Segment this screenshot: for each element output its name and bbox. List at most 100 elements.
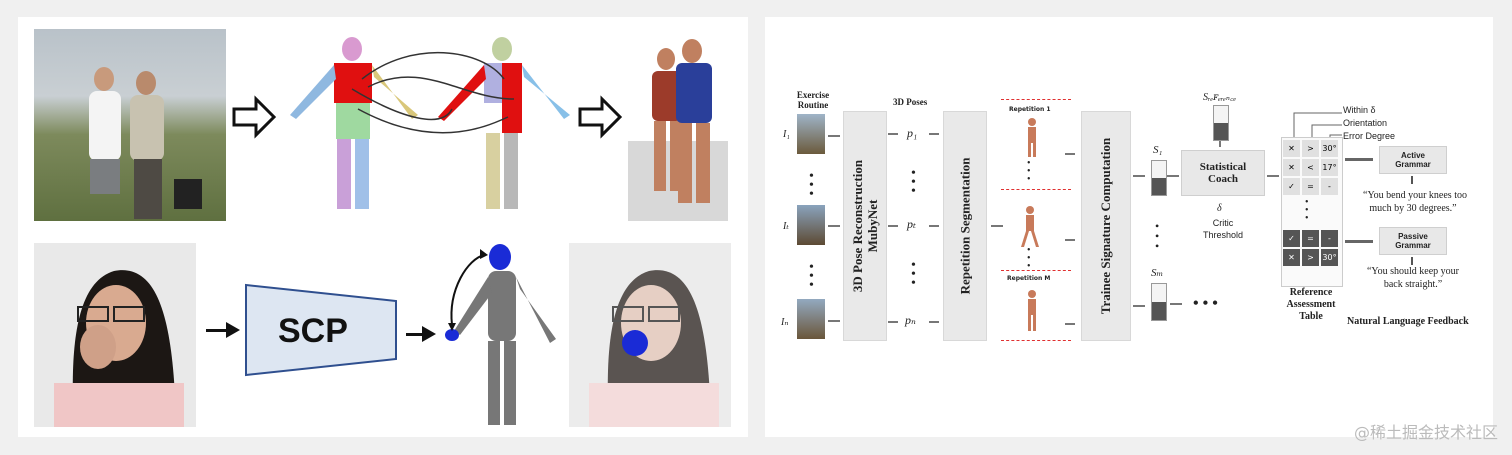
- couple-photo: [34, 29, 226, 221]
- statistical-coach-box: Statistical Coach: [1181, 150, 1265, 196]
- frame-thumbnail-n: [797, 299, 825, 339]
- table-cell: >: [1302, 249, 1319, 266]
- arrow-icon: [1133, 305, 1145, 307]
- arrow-down-icon: [1219, 141, 1221, 147]
- segmented-bodies-illustration: [290, 37, 570, 209]
- arrow-icon: [929, 133, 939, 135]
- arrow-icon: [1170, 303, 1182, 305]
- table-cell: <: [1302, 159, 1319, 176]
- repetition-divider: [1001, 189, 1071, 190]
- scp-label: SCP: [278, 312, 348, 350]
- table-cell: -: [1321, 230, 1338, 247]
- passive-grammar-label: Passive Grammar: [1395, 232, 1431, 250]
- pose-label-n: pₙ: [905, 313, 916, 327]
- legend-error-degree: Error Degree: [1343, 131, 1396, 141]
- delta-label: δ: [1217, 203, 1222, 214]
- segmentation-box: Repetition Segmentation: [943, 111, 987, 341]
- repetition-dots-1: • • •: [1027, 158, 1031, 185]
- reconstruction-box: 3D Pose Reconstruction MubyNet: [843, 111, 887, 341]
- repetition-divider: [1001, 99, 1071, 100]
- table-cell: >: [1302, 140, 1319, 157]
- scp-network-shape: [245, 283, 397, 377]
- woman-photo: [34, 243, 196, 427]
- arrow-icon: [929, 321, 939, 323]
- table-cell: =: [1302, 230, 1319, 247]
- left-panel: SCP: [18, 17, 748, 437]
- frame-label-1: I₁: [783, 129, 790, 140]
- mesh-body-illustration: [445, 244, 556, 425]
- reference-signature-bar: [1213, 105, 1229, 141]
- repetition-divider: [1001, 340, 1071, 341]
- frame-label-t: Iₜ: [783, 221, 789, 232]
- frame-label-n: Iₙ: [781, 317, 789, 328]
- table-dots: • • •: [1305, 197, 1309, 224]
- active-feedback-quote: “You bend your knees too much by 30 degr…: [1363, 190, 1467, 214]
- passive-grammar-box: Passive Grammar: [1379, 227, 1447, 255]
- table-cell: =: [1302, 178, 1319, 195]
- hollow-arrow-icon: [232, 95, 277, 139]
- reconstruction-label: 3D Pose Reconstruction MubyNet: [850, 159, 880, 293]
- pose-figure-t: [1021, 206, 1039, 247]
- signature-label: Trainee Signature Computation: [1098, 137, 1114, 315]
- critic-threshold-label: Critic Threshold: [1202, 218, 1244, 240]
- pose-label-1: p₁: [907, 126, 918, 140]
- table-cell: 30°: [1321, 249, 1338, 266]
- table-label: Reference Assessment Table: [1286, 287, 1336, 322]
- s1-label: S₁: [1153, 144, 1163, 156]
- arrow-icon: [828, 320, 840, 322]
- table-cell: -: [1321, 178, 1338, 195]
- table-cell: ✓: [1283, 178, 1300, 195]
- watermark: @稀土掘金技术社区: [1353, 423, 1498, 442]
- arrow-icon: [991, 225, 1003, 227]
- arrow-head-icon: [226, 322, 240, 338]
- legend-orientation: Orientation: [1343, 118, 1388, 128]
- pose-figure-m: [1028, 290, 1036, 331]
- arrow-icon: [828, 135, 840, 137]
- arrow-icon: [888, 133, 898, 135]
- arrow-icon: [1345, 158, 1373, 161]
- arrow-icon: [1345, 240, 1373, 243]
- repetition-m-label: Repetition M: [1007, 275, 1051, 282]
- s-reference-label: Sᵣₑꜰₑᵣₑₙ꜀ₑ: [1203, 92, 1237, 103]
- legend-within-delta: Within δ: [1343, 105, 1376, 115]
- right-panel: Exercise Routine I₁ • • • Iₜ • • • Iₙ 3D…: [765, 17, 1493, 437]
- arrow-icon: [888, 225, 898, 227]
- arrow-icon: [206, 329, 230, 332]
- repetition-divider: [1001, 270, 1071, 271]
- signature-box: Trainee Signature Computation: [1081, 111, 1131, 341]
- signature-dots: • • •: [1155, 219, 1160, 253]
- s1-signature-bar: [1151, 160, 1167, 196]
- couple-illustration: [89, 67, 202, 219]
- frame-thumbnail-1: [797, 114, 825, 154]
- passive-feedback-quote: “You should keep your back straight.”: [1366, 266, 1460, 290]
- table-cell: 30°: [1321, 140, 1338, 157]
- hollow-arrow-icon: [578, 95, 623, 139]
- pose-label-t: pₜ: [907, 217, 916, 231]
- natural-language-feedback-label: Natural Language Feedback: [1347, 316, 1469, 327]
- sm-label: Sₘ: [1151, 267, 1164, 279]
- table-cell: ✓: [1283, 230, 1300, 247]
- arrow-icon: [929, 225, 939, 227]
- arrow-icon: [1167, 175, 1179, 177]
- table-cell: ✕: [1283, 140, 1300, 157]
- frame-dots-2: • • •: [809, 260, 814, 293]
- frame-thumbnail-t: [797, 205, 825, 245]
- arrow-down-icon: [1411, 176, 1413, 184]
- segmentation-label: Repetition Segmentation: [957, 157, 973, 295]
- exercise-routine-label: Exercise Routine: [796, 90, 830, 110]
- active-grammar-label: Active Grammar: [1395, 151, 1431, 169]
- arrow-icon: [888, 321, 898, 323]
- arrow-icon: [1065, 153, 1075, 155]
- arrow-icon: [406, 333, 426, 336]
- frame-dots-1: • • •: [809, 169, 814, 202]
- repetition-dots-2: • • •: [1027, 245, 1031, 272]
- pose-dots-1: • • •: [911, 166, 916, 199]
- table-cell: 17°: [1321, 159, 1338, 176]
- couple-mesh-illustration: [628, 39, 728, 221]
- arrow-icon: [1065, 239, 1075, 241]
- continuation-ellipsis: • • •: [1193, 295, 1218, 312]
- table-cell: ✕: [1283, 249, 1300, 266]
- statistical-coach-label: Statistical Coach: [1199, 161, 1247, 185]
- poses-title: 3D Poses: [893, 97, 928, 107]
- sm-signature-bar: [1151, 283, 1167, 321]
